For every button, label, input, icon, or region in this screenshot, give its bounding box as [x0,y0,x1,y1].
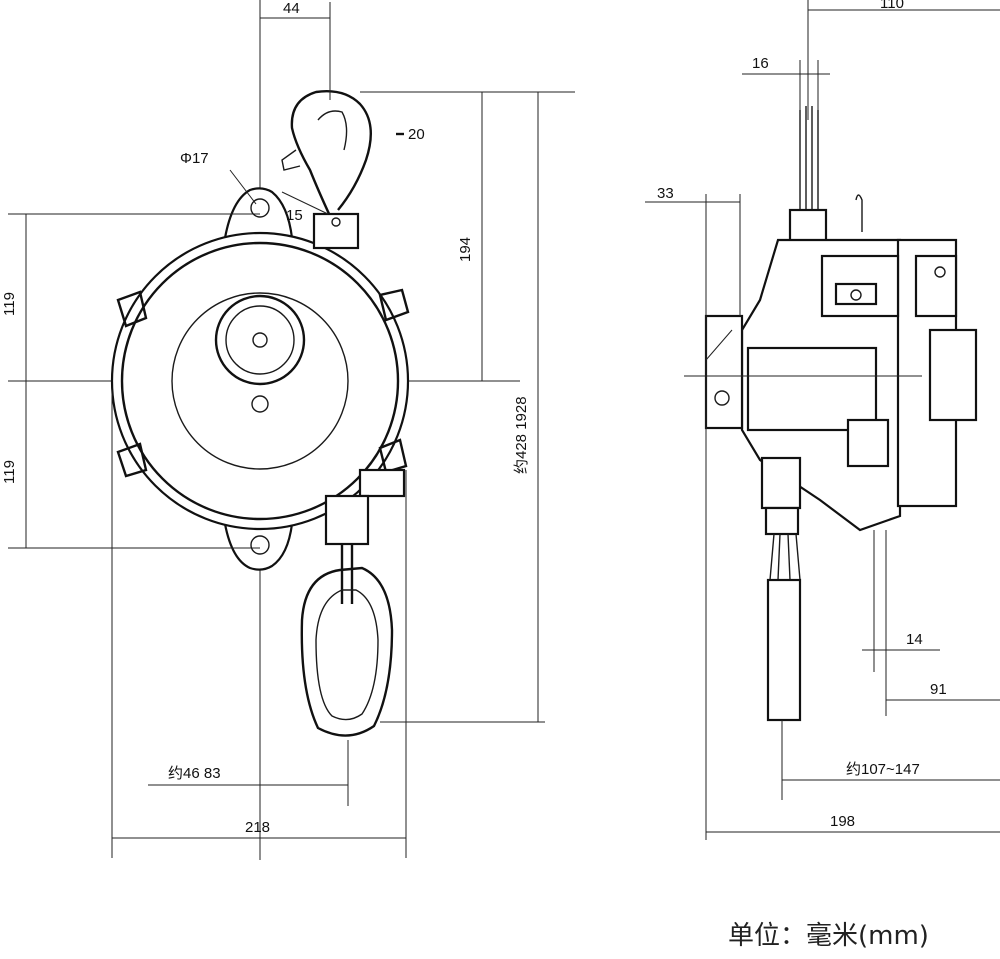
dim-label-hook-angle: 15 [286,207,303,224]
side-mount-screw [714,390,730,406]
lower-hook-outer [300,566,394,737]
hub-center-hole [252,332,268,348]
lower-hub-hole [251,395,269,413]
dim-label-bottom-offsets: 约46 83 [168,765,221,782]
dim-label-cable-travel: 约428 1928 [513,396,530,474]
hook-inner-curve [317,110,348,151]
bottom-mounting-lug [223,522,294,571]
side-gear-box [846,418,890,468]
side-bolt-right [934,266,946,278]
cable-outlet-block [358,468,406,498]
hook-swivel-block [312,212,360,250]
side-tool-rod [766,578,802,722]
hub-inner [225,305,295,375]
top-lug-hole [250,198,270,218]
dim-label-total-depth: 198 [830,813,855,830]
top-mounting-lug [223,187,294,240]
housing-outer-ring [110,231,410,531]
dim-label-lower-half: 119 [1,460,18,484]
side-outlet-collar [764,506,800,536]
cable-guide [324,494,370,546]
dim-label-upper-half: 119 [1,292,18,316]
side-outlet [760,456,802,510]
clamp-band-upper-left [116,290,148,328]
clamp-band-lower-right [378,438,408,474]
side-hook-tab [855,194,863,232]
side-bolt-left [850,289,862,301]
front-view: 44 20 Φ17 15 194 119 119 约428 1928 约46 8… [1,0,575,860]
lower-hook-inner [315,589,379,721]
side-mount-detail [705,329,733,361]
clamp-band-upper-right [378,288,410,322]
side-knob [928,328,978,422]
dim-label-total-width: 218 [245,819,270,836]
hub-outer [214,294,306,386]
dim-label-top-width: 44 [283,0,300,17]
dim-label-rod-dia: 14 [906,631,923,648]
top-hook [290,90,372,217]
swivel-pin [331,217,341,227]
side-hook-shank [799,106,819,210]
dim-label-mount-offset: 33 [657,185,674,202]
dim-label-hook-opening: 20 [408,126,425,143]
dim-leader [281,191,329,215]
dim-leader [229,169,257,205]
bottom-lug-hole [250,535,270,555]
side-motor-box [746,346,878,432]
clamp-band-lower-left [116,442,148,478]
dim-label-side-top-width: 110 [880,0,904,12]
side-mount-plate [704,314,744,430]
side-bracket-right [914,254,958,318]
housing-inner-ring [120,241,400,521]
dim-label-cable-range: 约107~147 [846,761,920,778]
drum-ring [171,292,349,470]
dim-label-rod-offset: 91 [930,681,947,698]
side-view: 110 16 33 [645,0,1000,840]
hook-latch [281,149,301,171]
dim-label-hook-to-center: 194 [457,237,474,262]
dim-label-cable-width: 16 [752,55,769,72]
side-bolt-plate [834,282,878,306]
dim-label-hole-dia: Φ17 [180,150,209,167]
unit-note: 单位：毫米(mm) [728,921,929,951]
